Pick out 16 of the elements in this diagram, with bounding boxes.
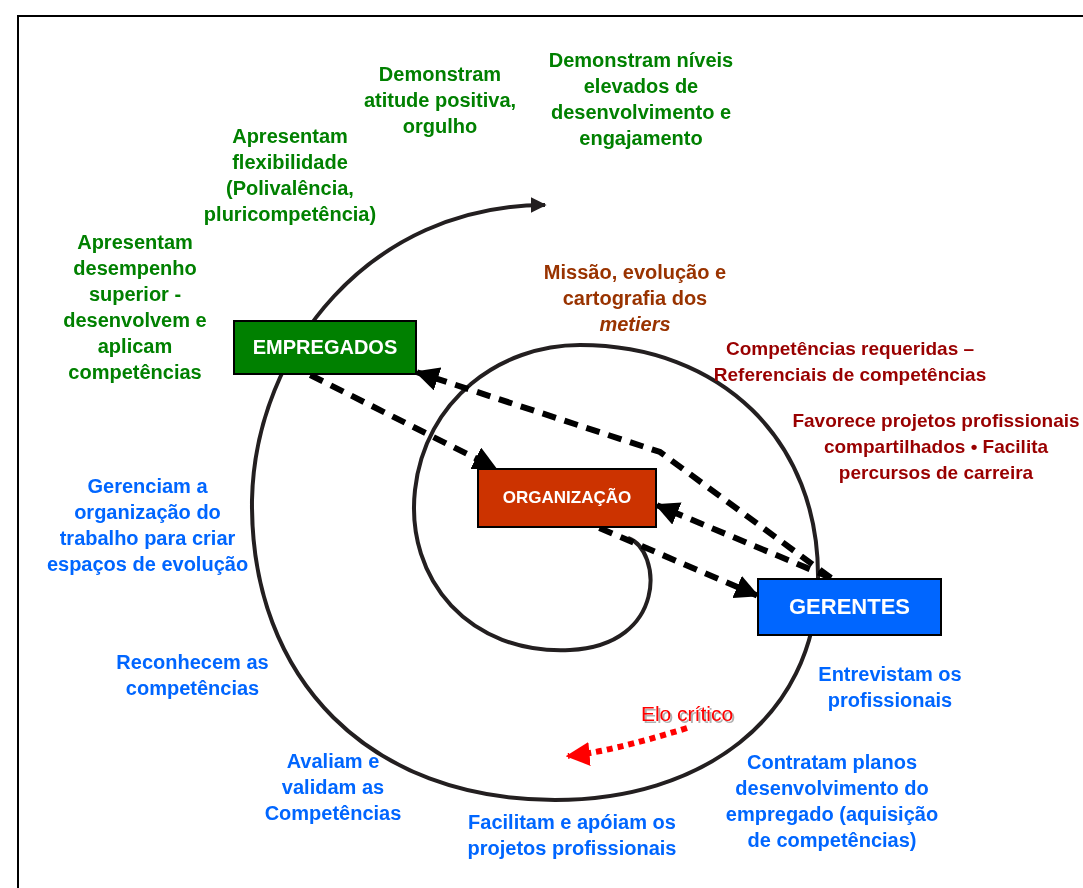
annotation-text: Missão, evolução e cartografia dos metiers [542,260,728,337]
annotation-text: Contratam planos desenvolvimento do empregado (aquisição de competências) [725,750,939,853]
annotation-text: Favorece projetos profissionais compartilhados • Facilita percursos de carreira [791,409,1081,485]
annotation-text: Competências requeridas – Referenciais de competências [712,337,988,387]
annotation-text: Gerenciam a organização do trabalho para criar espaços de evolução [45,474,250,577]
process-box: ORGANIZAÇÃO [477,468,657,528]
annotation-text: Apresentam desempenho superior - desenvolvem e aplicam competências [62,230,208,385]
callout-text: Elo crítico [626,700,748,728]
annotation-text: Entrevistam os profissionais [817,662,963,713]
process-box: EMPREGADOS [233,320,417,375]
annotation-text: Reconhecem as competências [115,650,270,701]
annotation-text: Demonstram níveis elevados de desenvolvimento e engajamento [547,48,735,151]
annotation-text: Facilitam e apóiam os projetos profissionais [467,810,677,861]
dashed-arrow [565,725,688,766]
annotation-text: Avaliam e validam as Competências [263,749,403,826]
process-box: GERENTES [757,578,942,636]
